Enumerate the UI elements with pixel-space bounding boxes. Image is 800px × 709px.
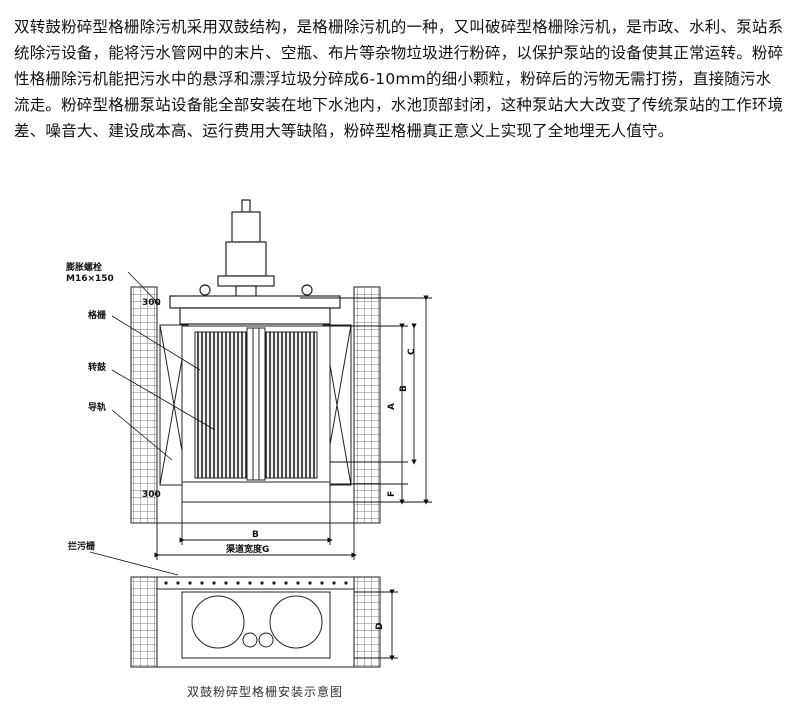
- top-frame: [169, 284, 341, 325]
- label-anchor-bolt-spec: M16×150: [66, 274, 114, 284]
- intro-paragraph: 双转鼓粉碎型格栅除污机采用双鼓结构，是格栅除污机的一种，又叫破碎型格栅除污机，是…: [14, 14, 786, 144]
- trash-rack-dots: [164, 581, 348, 585]
- diagram-caption: 双鼓粉碎型格栅安装示意图: [186, 685, 343, 699]
- dim-label-F: F: [387, 491, 397, 497]
- left-wall: [130, 286, 158, 524]
- motor-assembly: [217, 199, 275, 307]
- dim-label-C: C: [407, 348, 417, 355]
- installation-diagram: C A B F 300 300 B 渠道宽度G 膨胀螺栓 M16×150 格栅 …: [65, 199, 432, 668]
- dim-label-B-bottom: B: [252, 530, 259, 540]
- label-guide-rail: 导轨: [88, 401, 106, 413]
- label-anchor-bolt: 膨胀螺栓: [65, 261, 102, 273]
- right-drum-plan: [269, 595, 323, 649]
- drum-grate: [181, 325, 331, 503]
- dim-label-B-right: B: [399, 385, 409, 392]
- left-drum-plan: [191, 595, 245, 649]
- elevation-bottom: 300: [142, 490, 161, 500]
- label-drum: 转鼓: [88, 361, 107, 373]
- elevation-top: 300: [142, 298, 161, 308]
- label-grate: 格栅: [88, 309, 106, 321]
- dim-label-D: D: [375, 623, 385, 630]
- label-trash-rack: 拦污栅: [68, 540, 95, 552]
- dim-label-A: A: [387, 403, 397, 410]
- plan-view: [130, 576, 381, 668]
- right-wall: [353, 286, 381, 524]
- dim-label-channel-width: 渠道宽度G: [225, 543, 269, 555]
- intro-text: 双转鼓粉碎型格栅除污机采用双鼓结构，是格栅除污机的一种，又叫破碎型格栅除污机，是…: [14, 18, 784, 140]
